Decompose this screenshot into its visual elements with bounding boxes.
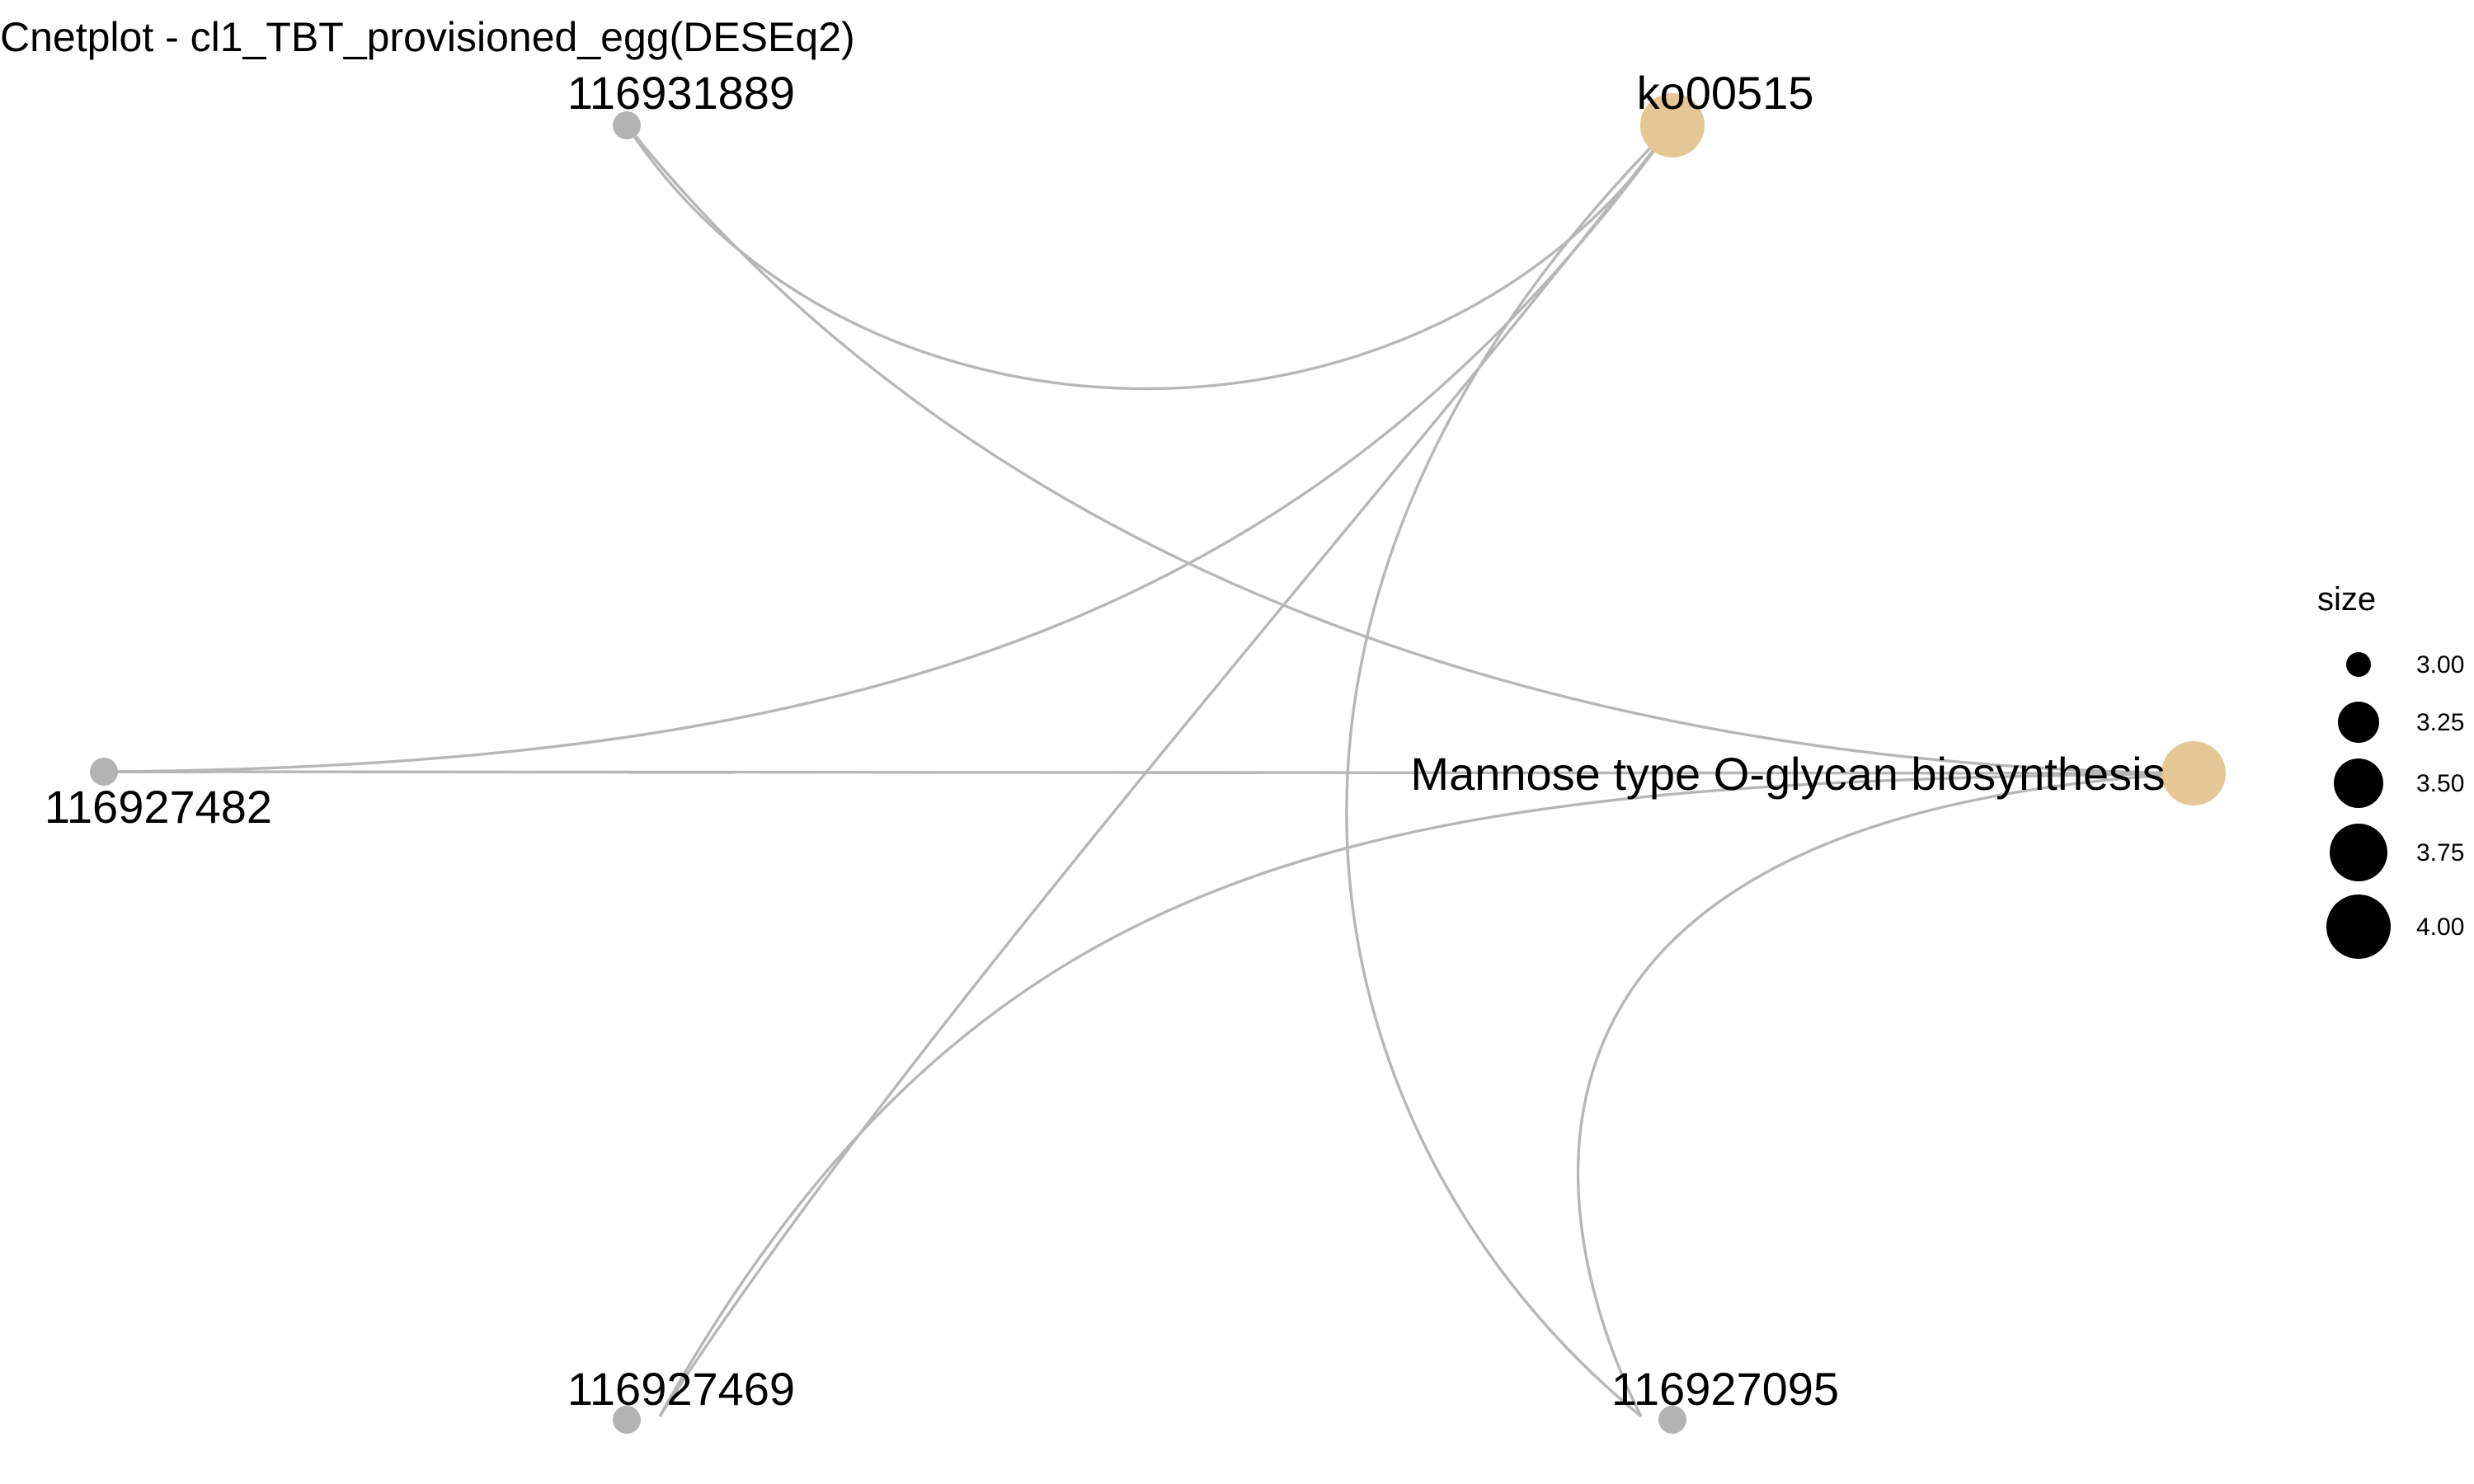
node-label-116927482: 116927482 [45,781,272,833]
legend-dot-4-00 [2326,895,2391,959]
labels-layer: 116931889 ko00515 116927482 Mannose type… [45,67,2166,1415]
edge-mannose-116931889 [625,124,2194,775]
edge-ko00515-116927482 [103,124,1674,773]
gene-node-116931889 [613,111,641,139]
node-label-116931889: 116931889 [567,67,795,119]
legend-dot-3-75 [2330,824,2387,881]
legend-label-4-00: 4.00 [2416,913,2464,941]
legend-dot-3-25 [2338,702,2379,743]
gene-node-116927482 [90,758,118,786]
legend-label-3-75: 3.75 [2416,839,2464,866]
node-label-mannose: Mannose type O-glycan biosynthesis [1410,748,2165,800]
edge-mannose-116927469 [658,772,2194,1417]
node-label-ko00515: ko00515 [1637,67,1814,119]
legend-label-3-00: 3.00 [2416,651,2464,679]
legend-label-3-25: 3.25 [2416,709,2464,736]
gene-node-116927095 [1658,1406,1686,1434]
edge-mannose-116927095 [1577,772,2194,1417]
nodes-layer [90,93,2226,1434]
category-node-ko00515 [1640,93,1705,157]
legend-dot-3-00 [2346,652,2371,677]
size-legend: size 3.00 3.25 3.50 3.75 4.00 [2317,581,2464,959]
edge-ko00515-116931889 [625,124,1674,391]
legend-label-3-50: 3.50 [2416,770,2464,797]
chart-title: Cnetplot - cl1_TBT_provisioned_egg(DESEq… [0,14,855,60]
legend-title: size [2317,581,2376,618]
edge-ko00515-116927469 [658,124,1674,1417]
edge-mannose-116927482 [103,770,2194,775]
gene-node-116927469 [613,1406,641,1434]
edges-layer [103,124,2194,1418]
node-label-116927469: 116927469 [567,1363,795,1415]
edge-ko00515-116927095 [1345,124,1674,1418]
category-node-mannose [2161,741,2226,805]
node-label-116927095: 116927095 [1611,1363,1839,1415]
legend-dot-3-50 [2334,758,2383,808]
